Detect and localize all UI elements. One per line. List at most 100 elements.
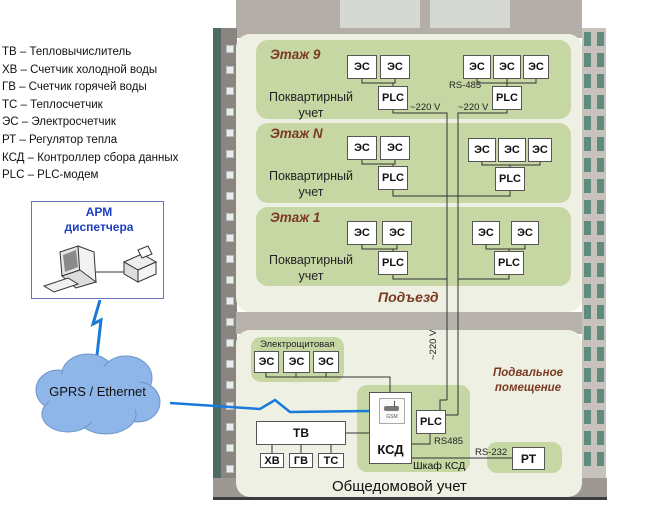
rs232-label: RS-232	[475, 447, 508, 458]
building-window	[584, 137, 591, 151]
building-window	[597, 137, 604, 151]
arm-workstation-box: АРМ диспетчера	[31, 201, 164, 299]
plc-modem: PLC	[494, 251, 524, 275]
electricity-meter: ЭС	[347, 55, 377, 79]
electricity-meter: ЭС	[472, 221, 500, 245]
building-window	[226, 192, 234, 200]
electricity-meter: ЭС	[347, 136, 377, 160]
floor-title: Этаж 9	[270, 47, 321, 62]
building-window	[597, 347, 604, 361]
floor-label: Поквартирный учет	[268, 169, 354, 199]
building-window	[226, 402, 234, 410]
legend-item: ХВ – Счетчик холодной воды	[2, 63, 158, 76]
plc-modem: PLC	[495, 167, 525, 191]
electricity-meter: ЭС	[493, 55, 521, 79]
electricity-meter: ЭС	[498, 138, 526, 162]
building-window	[226, 66, 234, 74]
legend-item: ТВ – Тепловычислитель	[2, 46, 132, 58]
switchboard-title: Электрощитовая	[260, 339, 335, 350]
entrance-title: Подъезд	[378, 289, 439, 305]
bus-label: RS-485	[449, 80, 482, 91]
heat-regulator: РТ	[512, 447, 545, 470]
plc-modem: PLC	[378, 166, 408, 190]
electricity-meter: ЭС	[511, 221, 539, 245]
building-window	[597, 74, 604, 88]
building-window	[226, 213, 234, 221]
voltage-label: ~220 V	[410, 102, 441, 113]
building-window	[226, 150, 234, 158]
building-window	[226, 339, 234, 347]
heat-meter: ТС	[318, 453, 344, 468]
hot-water-meter: ГВ	[289, 453, 313, 468]
legend-item: PLC – PLC-модем	[2, 169, 99, 182]
cold-water-meter: ХВ	[260, 453, 284, 468]
building-window	[597, 32, 604, 46]
riser-voltage-label: ~220 V	[428, 329, 439, 360]
building-window	[584, 389, 591, 403]
plc-modem: PLC	[492, 86, 522, 110]
building-window	[226, 318, 234, 326]
plc-modem: PLC	[378, 251, 408, 275]
electricity-meter: ЭС	[468, 138, 496, 162]
cloud-icon	[35, 353, 161, 435]
building-window	[597, 452, 604, 466]
building-left-wall-shade	[213, 28, 221, 498]
building-window	[597, 116, 604, 130]
building-window	[597, 305, 604, 319]
building-window	[226, 234, 234, 242]
building-mid-band	[236, 312, 582, 334]
electricity-meter: ЭС	[283, 351, 310, 373]
building-window	[226, 381, 234, 389]
building-window	[584, 53, 591, 67]
legend-item: ГВ – Счетчик горячей воды	[2, 81, 147, 94]
legend-item: ТС – Теплосчетчик	[2, 98, 103, 111]
building-window	[584, 221, 591, 235]
building-window	[584, 95, 591, 109]
gsm-modem-icon: GSM	[379, 398, 405, 424]
voltage-label: ~220 V	[458, 102, 489, 113]
building-window	[597, 263, 604, 277]
building-window	[584, 242, 591, 256]
building-window	[597, 284, 604, 298]
building-window	[584, 431, 591, 445]
ground-line	[213, 497, 607, 500]
electricity-meter: ЭС	[463, 55, 491, 79]
building-window	[584, 368, 591, 382]
building-roof-section	[430, 0, 510, 28]
building-window	[597, 179, 604, 193]
electricity-meter: ЭС	[313, 351, 339, 373]
floor-label: Поквартирный учет	[268, 90, 354, 120]
building-window	[597, 326, 604, 340]
ksd-label: КСД	[377, 442, 404, 457]
computer-printer-icon	[42, 245, 158, 293]
building-window	[597, 389, 604, 403]
cloud-label: GPRS / Ethernet	[49, 384, 146, 399]
electricity-meter: ЭС	[382, 221, 412, 245]
building-window	[226, 171, 234, 179]
legend-item: РТ – Регулятор тепла	[2, 133, 118, 146]
building-window	[226, 87, 234, 95]
building-window	[584, 74, 591, 88]
legend-item: КСД – Контроллер сбора данных	[2, 151, 179, 164]
plc-modem: PLC	[416, 410, 446, 434]
building-window	[597, 95, 604, 109]
building-roof-section	[340, 0, 420, 28]
building-window	[226, 45, 234, 53]
building-window	[597, 53, 604, 67]
building-window	[584, 347, 591, 361]
building-window	[584, 410, 591, 424]
floor-title: Этаж N	[270, 126, 323, 141]
building-window	[226, 444, 234, 452]
electricity-meter: ЭС	[347, 221, 377, 245]
legend: ТВ – Тепловычислитель ХВ – Счетчик холод…	[2, 44, 178, 185]
building-window	[584, 326, 591, 340]
building-window	[226, 276, 234, 284]
building-window	[226, 423, 234, 431]
heat-calculator: ТВ	[256, 421, 346, 445]
building-window	[597, 410, 604, 424]
building-window	[226, 465, 234, 473]
building-window	[584, 284, 591, 298]
arm-title: АРМ диспетчера	[64, 205, 134, 234]
building-window	[584, 452, 591, 466]
building-window	[597, 368, 604, 382]
